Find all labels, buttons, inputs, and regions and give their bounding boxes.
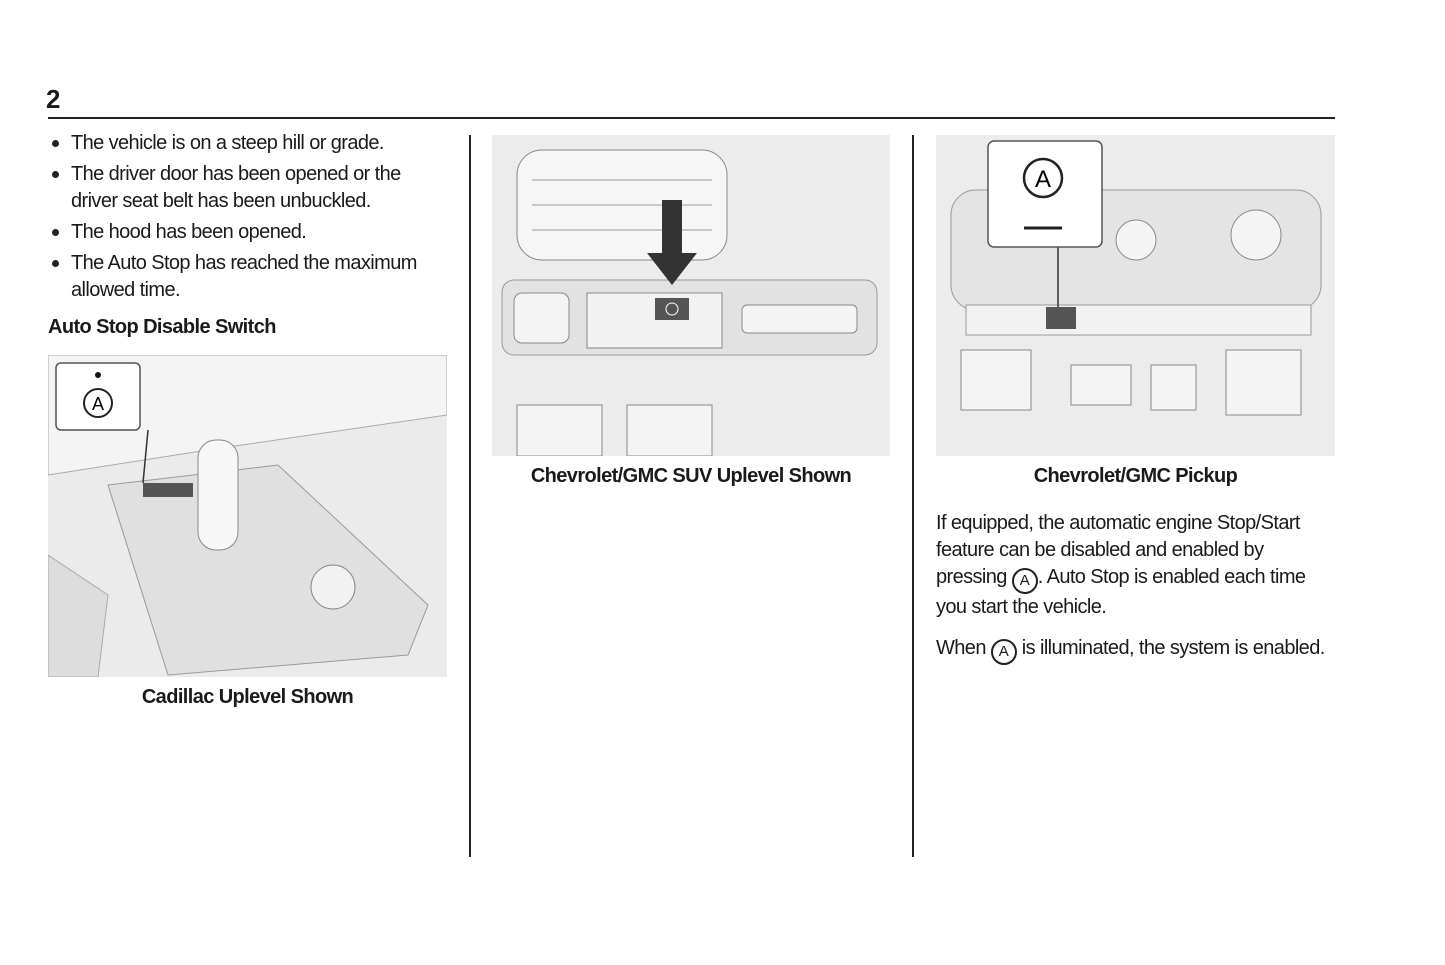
dash-drawing — [492, 135, 890, 456]
column-divider — [469, 135, 471, 857]
cadillac-console-illustration: A — [48, 355, 447, 677]
paragraph: When A is illuminated, the system is ena… — [936, 635, 1336, 665]
figure-caption: Chevrolet/GMC Pickup — [1033, 465, 1238, 487]
list-item: The vehicle is on a steep hill or grade. — [48, 130, 448, 157]
column-3-text: If equipped, the automatic engine Stop/S… — [936, 510, 1336, 679]
section-heading: Auto Stop Disable Switch — [48, 316, 276, 338]
auto-stop-icon: A — [1011, 568, 1038, 594]
list-item: The Auto Stop has reached the maximum al… — [48, 250, 448, 304]
paragraph: If equipped, the automatic engine Stop/S… — [936, 512, 1306, 618]
svg-text:A: A — [92, 394, 104, 414]
condition-list: The vehicle is on a steep hill or grade.… — [48, 130, 448, 304]
auto-stop-icon: A — [990, 639, 1017, 665]
svg-text:A: A — [1035, 166, 1051, 193]
figure-caption: Chevrolet/GMC SUV Uplevel Shown — [530, 465, 852, 487]
list-item: The hood has been opened. — [48, 219, 448, 246]
dash-drawing: A — [936, 135, 1335, 456]
column-1: The vehicle is on a steep hill or grade.… — [48, 130, 448, 341]
pickup-dash-illustration: A — [936, 135, 1335, 456]
figure-caption: Cadillac Uplevel Shown — [141, 686, 354, 708]
console-drawing: A — [48, 355, 447, 677]
list-item: The driver door has been opened or the d… — [48, 161, 448, 215]
page-number: 2 — [46, 84, 61, 114]
suv-dash-illustration — [492, 135, 890, 456]
header-rule — [48, 117, 1335, 119]
column-divider — [912, 135, 914, 857]
